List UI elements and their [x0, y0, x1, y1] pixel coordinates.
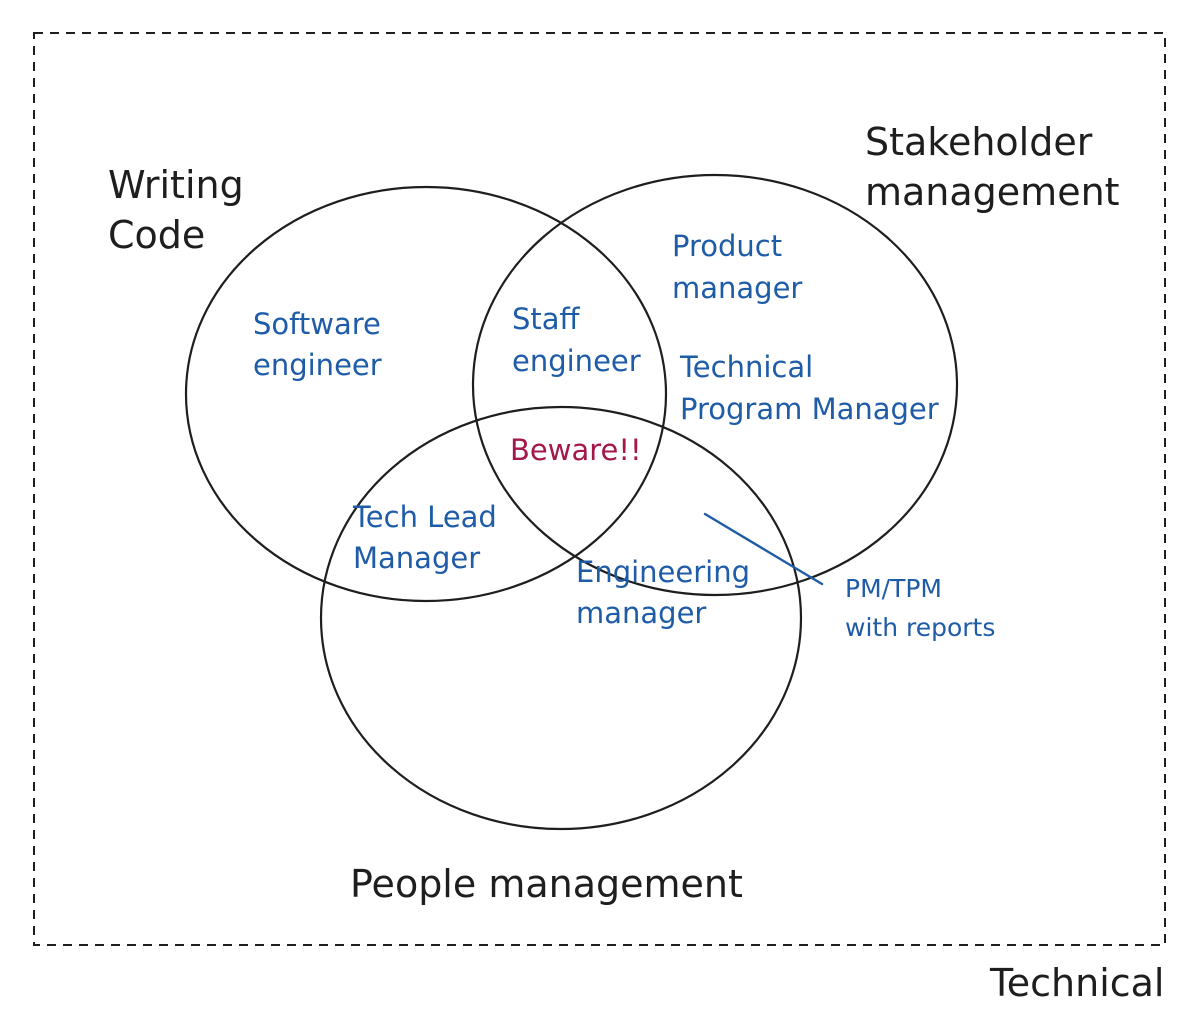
tech-lead-manager-label: Tech Lead Manager: [352, 500, 506, 575]
technical-program-manager-label-line-2: Program Manager: [680, 392, 939, 426]
product-manager-label-line-1: Product: [672, 229, 782, 263]
software-engineer-label-line-1: Software: [253, 307, 381, 341]
technical-label: Technical: [989, 961, 1165, 1005]
technical-program-manager-label: Technical Program Manager: [679, 350, 939, 426]
stakeholder-management-label: Stakeholder management: [865, 120, 1120, 214]
tech-lead-manager-label-line-1: Tech Lead: [352, 500, 497, 534]
pm-tpm-pointer-line: [703, 512, 824, 586]
stakeholder-management-label-line-1: Stakeholder: [865, 120, 1093, 164]
beware-label: Beware!!: [510, 433, 642, 467]
pm-tpm-with-reports-label-line-1: PM/TPM: [845, 574, 942, 603]
technical-program-manager-label-line-1: Technical: [679, 350, 813, 384]
software-engineer-label: Software engineer: [253, 307, 390, 382]
staff-engineer-label-line-2: engineer: [512, 344, 641, 378]
staff-engineer-label-line-1: Staff: [512, 302, 581, 336]
people-management-label: People management: [350, 862, 743, 906]
technical-boundary-frame: [33, 32, 1166, 946]
product-manager-label-line-2: manager: [672, 271, 802, 305]
engineering-manager-label-line-2: manager: [576, 596, 706, 630]
product-manager-label: Product manager: [672, 229, 802, 305]
engineering-manager-label: Engineering manager: [576, 555, 759, 630]
writing-code-label-line-1: Writing: [108, 163, 244, 207]
tech-lead-manager-label-line-2: Manager: [353, 541, 480, 575]
stakeholder-management-label-line-2: management: [865, 170, 1120, 214]
writing-code-circle: [184, 185, 668, 603]
people-management-circle: [319, 405, 803, 831]
writing-code-label: Writing Code: [108, 163, 256, 257]
engineering-manager-label-line-1: Engineering: [576, 555, 750, 589]
staff-engineer-label: Staff engineer: [512, 302, 641, 378]
pm-tpm-with-reports-label: PM/TPM with reports: [845, 574, 995, 642]
writing-code-label-line-2: Code: [108, 213, 205, 257]
stakeholder-management-circle: [471, 173, 959, 597]
pm-tpm-with-reports-label-line-2: with reports: [845, 613, 995, 642]
software-engineer-label-line-2: engineer: [253, 348, 382, 382]
